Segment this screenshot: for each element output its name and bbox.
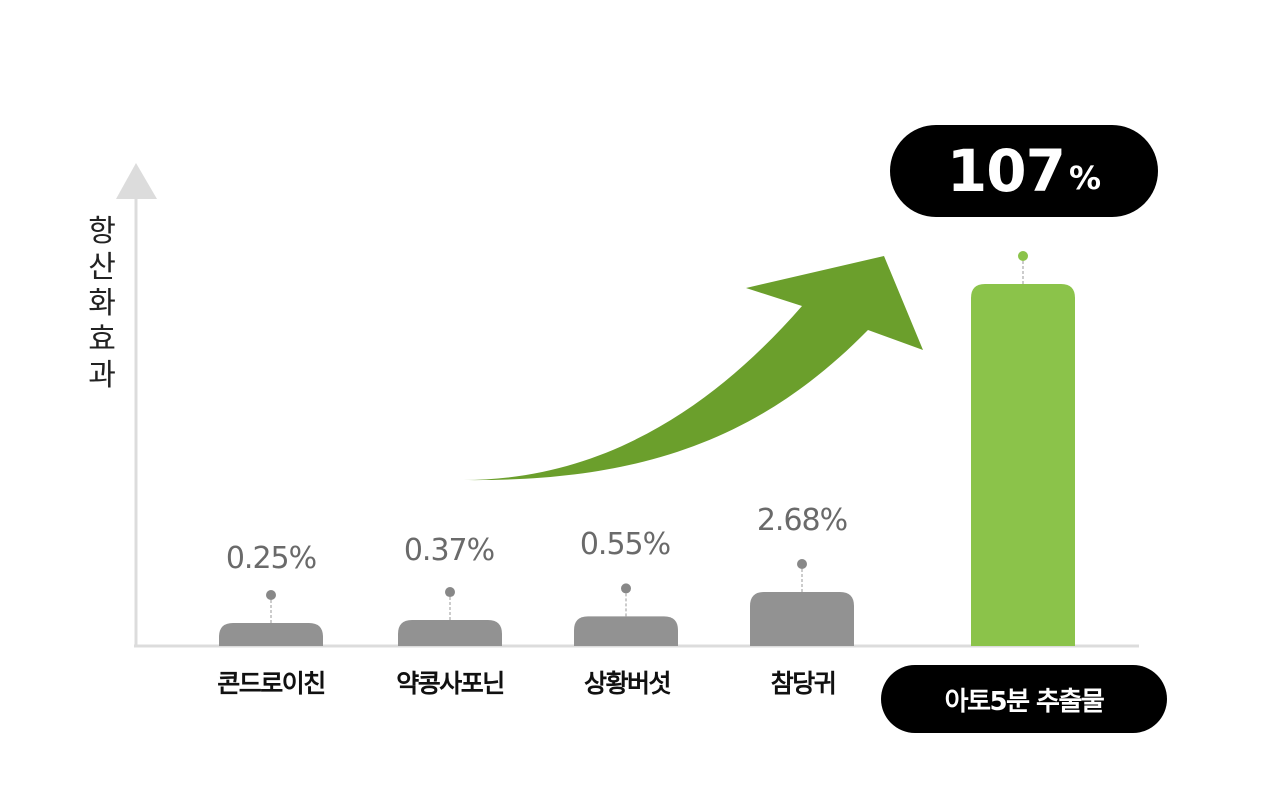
- bars: [219, 251, 1075, 646]
- y-axis-label: 항산화효과: [88, 214, 116, 393]
- bar-0: [219, 623, 323, 646]
- data-point-3: [797, 559, 807, 569]
- category-label-3: 참당귀: [770, 669, 837, 698]
- value-label-3: 2.68%: [756, 503, 848, 538]
- value-label-1: 0.37%: [403, 533, 495, 568]
- bar-2: [574, 616, 678, 646]
- category-label-2: 상황버섯: [583, 669, 672, 698]
- bar-1: [398, 620, 502, 646]
- value-badge-highlight: 107 %: [890, 125, 1158, 217]
- value-label-2: 0.55%: [579, 527, 671, 562]
- category-label-1: 약콩사포닌: [396, 669, 505, 698]
- value-label-0: 0.25%: [225, 541, 317, 576]
- trend-arrow-layer: [463, 256, 923, 481]
- category-label-4: 아토5분 추출물: [944, 686, 1105, 717]
- data-point-1: [445, 587, 455, 598]
- data-point-4: [1018, 251, 1028, 261]
- data-point-0: [266, 590, 276, 600]
- bar-4: [971, 284, 1075, 646]
- bar-3: [750, 592, 854, 646]
- trend-arrow: [463, 256, 923, 481]
- data-point-2: [621, 583, 631, 594]
- y-axis-arrowhead: [116, 163, 157, 199]
- category-label-0: 콘드로이친: [217, 669, 326, 698]
- value-unit: %: [1069, 159, 1102, 197]
- category-label-highlight: 아토5분 추출물: [881, 665, 1167, 733]
- value-label-4: 107: [946, 137, 1066, 205]
